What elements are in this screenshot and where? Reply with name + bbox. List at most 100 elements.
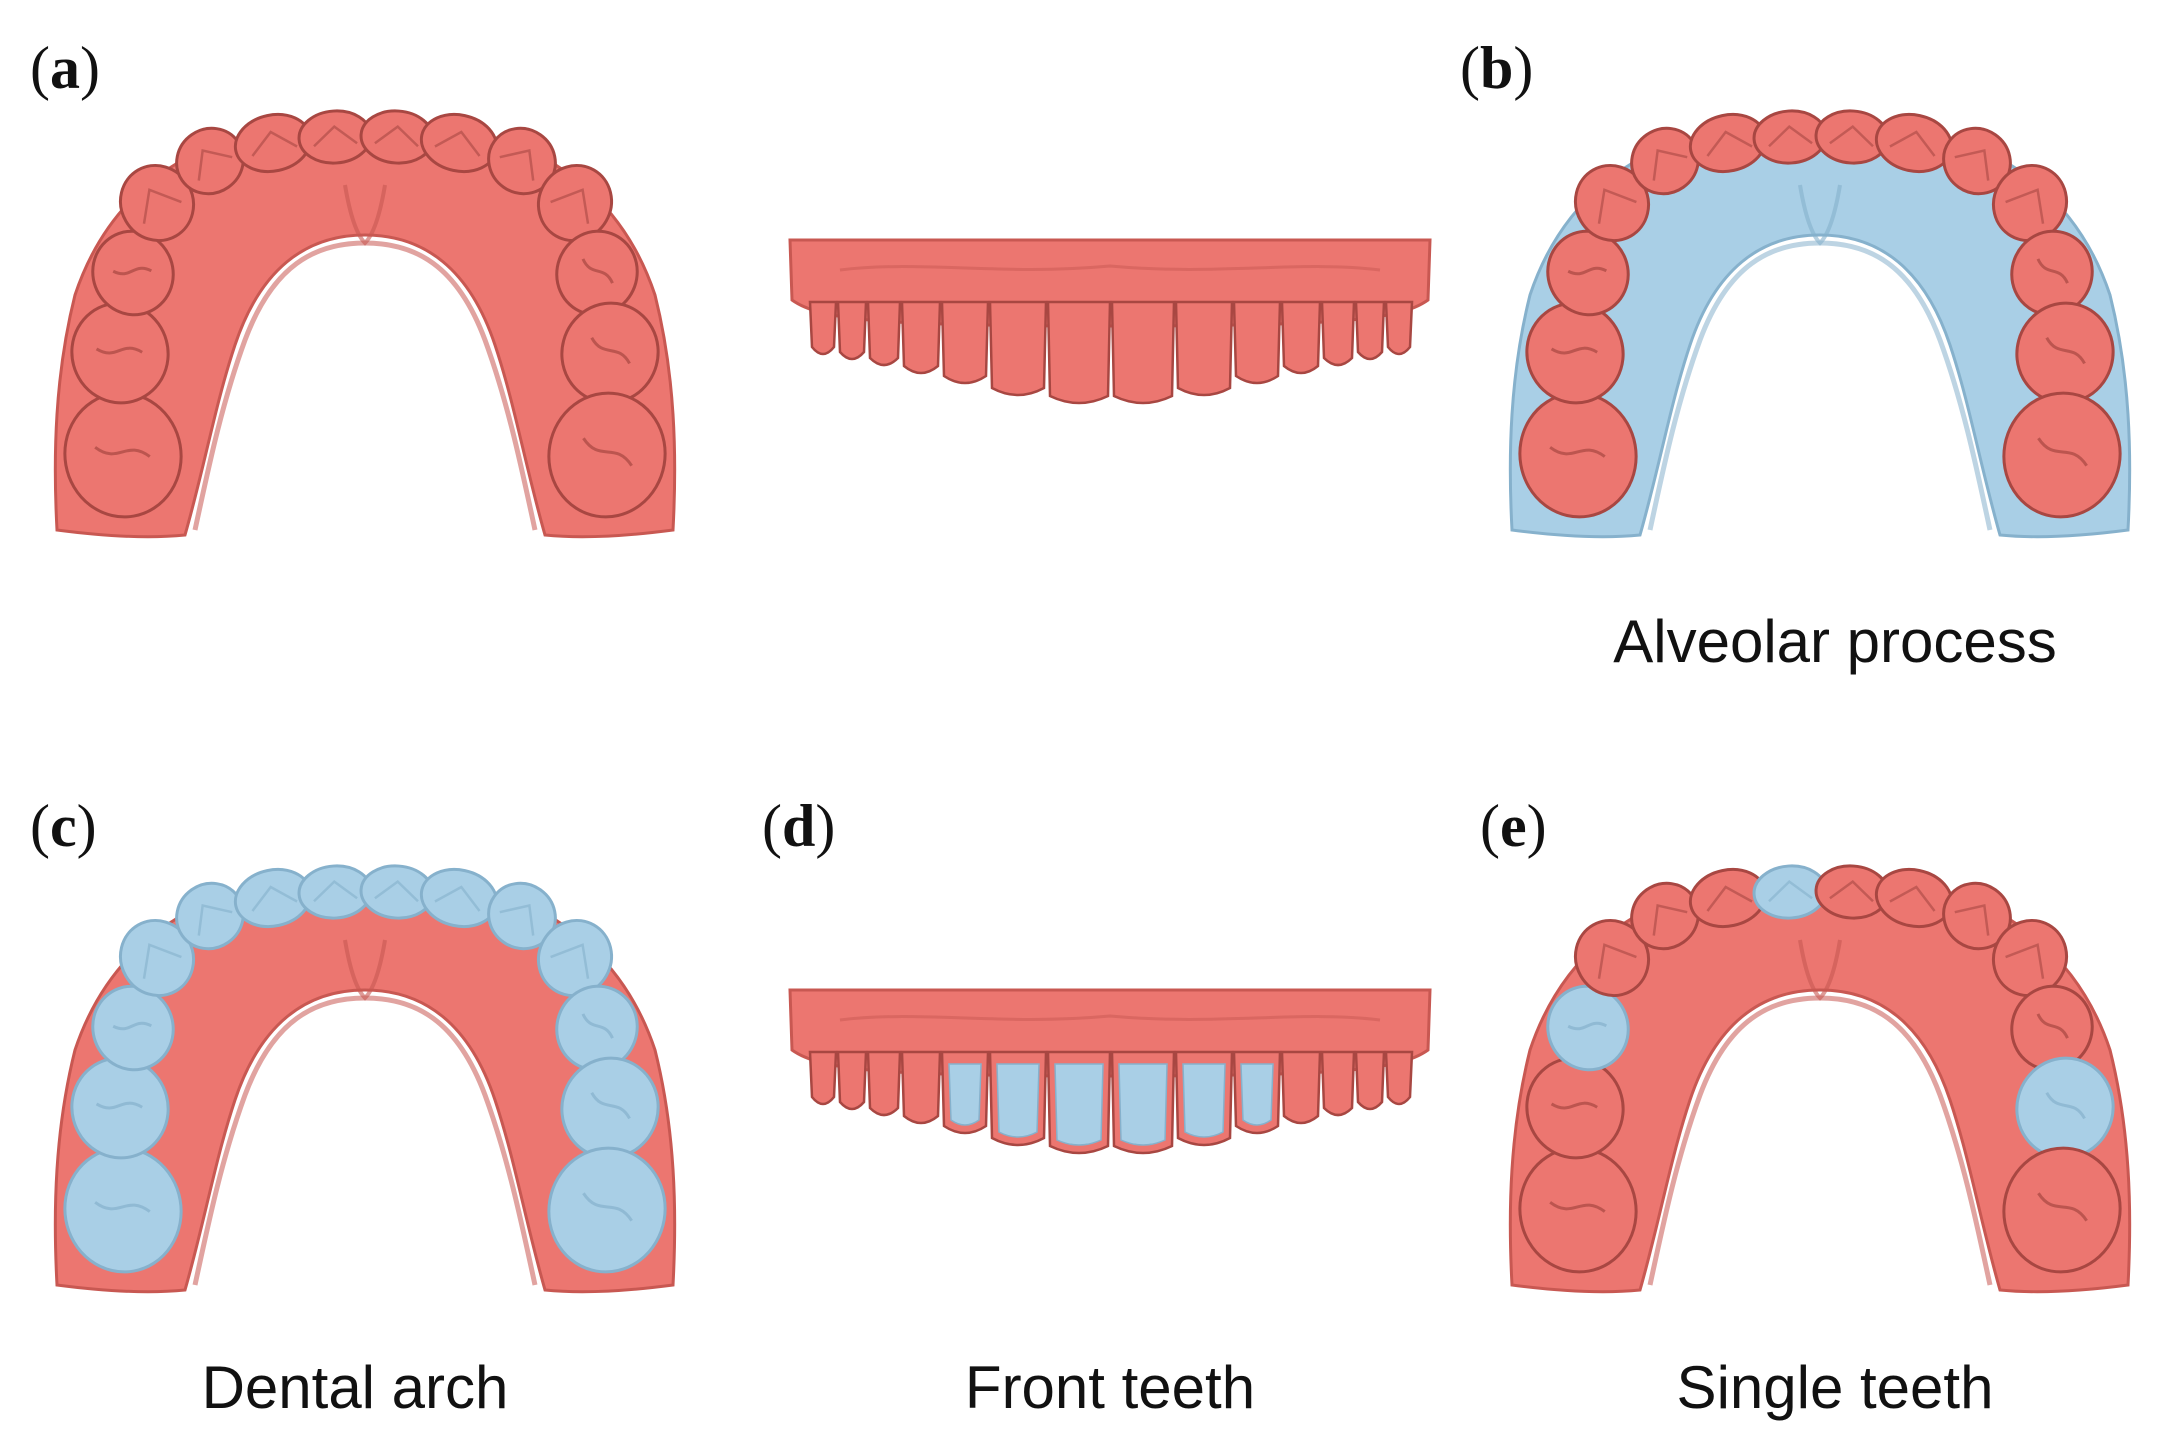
panel-a-tooth <box>536 163 614 243</box>
panel-e-occlusal-view <box>1508 864 2132 1294</box>
panel-c-tooth-edge <box>313 879 358 903</box>
panel-b-tooth-edge <box>1768 124 1813 148</box>
panel-c-tooth-fissure <box>590 1091 631 1120</box>
panel-b-tooth-fissure <box>1550 346 1598 355</box>
panel-e-tooth-fissure <box>1567 1021 1608 1031</box>
panel-a-tooth-fissure <box>94 446 151 458</box>
panel-front-tooth <box>836 300 868 361</box>
panel-front-gum-texture <box>839 264 1381 272</box>
panel-c-tooth-edge <box>197 903 233 936</box>
panel-a-tooth-fissure <box>581 258 614 284</box>
panel-b-tooth-edge <box>1597 188 1637 224</box>
panel-d-label: (d) <box>762 793 836 859</box>
panel-front-tooth <box>808 300 838 356</box>
panel-e-tooth <box>1814 864 1890 920</box>
panel-c-tooth-edge <box>374 879 419 903</box>
panel-b-tooth <box>1874 112 1954 174</box>
panel-e-tooth <box>1688 867 1768 929</box>
panel-a-tooth-edge <box>313 124 358 148</box>
panel-b-tooth-crown <box>2002 391 2122 519</box>
panel-front-tooth <box>1384 300 1414 356</box>
panel-b-tooth-edge <box>1889 130 1936 157</box>
panel-b-tooth-fissure <box>2037 437 2088 467</box>
panel-b-tooth-edge <box>1954 148 1990 181</box>
panel-e-tooth-fissure <box>1550 1101 1598 1110</box>
panel-e-tooth <box>2002 1146 2122 1274</box>
panel-a-tooth <box>560 301 660 405</box>
panel-front-tooth <box>988 300 1048 397</box>
panel-b-tooth-fissure <box>2036 258 2069 284</box>
panel-d-frontal-view <box>788 988 1432 1155</box>
panel-d-tooth <box>1354 1050 1386 1111</box>
panel-e-tooth-crown <box>1546 984 1630 1072</box>
panel-e-tooth-edge <box>2005 943 2045 979</box>
panel-c-tooth-edge <box>142 943 182 979</box>
panel-b-tooth-crown <box>1546 229 1630 317</box>
panel-a-occlusal-view <box>53 109 677 539</box>
panel-e-tooth-edge <box>1706 885 1753 912</box>
panel-c-tooth-crown <box>547 1146 667 1274</box>
panel-d-tooth <box>808 1050 838 1106</box>
panel-front-tooth <box>1354 300 1386 361</box>
panel-a-tooth-crown <box>547 391 667 519</box>
panel-c-palatal-ridge <box>343 939 387 1001</box>
panel-d-caption: Front teeth <box>964 1354 1256 1421</box>
panel-b-tooth <box>1546 229 1630 317</box>
panel-a-tooth-fissure <box>112 266 153 276</box>
panel-c-label: (c) <box>30 793 97 859</box>
panel-c-tooth-fissure <box>94 1201 151 1213</box>
panel-e-tooth-crown <box>2002 1146 2122 1274</box>
panel-front-tooth <box>900 300 942 375</box>
panel-b-tooth-edge <box>1652 148 1688 181</box>
panel-e-tooth-edge <box>1829 879 1874 903</box>
panel-a-tooth-fissure <box>590 336 631 365</box>
panel-a-tooth <box>487 126 557 196</box>
panel-e-tooth-fissure <box>2036 1013 2069 1039</box>
panel-d-tooth <box>866 1050 902 1117</box>
panel-e-tooth-crown <box>1991 918 2069 998</box>
panel-b-palatal-ridge <box>1798 184 1842 246</box>
panel-e-palatal-ridge <box>1798 939 1842 1001</box>
panel-d-tooth-highlight <box>1182 1063 1226 1138</box>
panel-a-tooth-edge <box>550 188 590 224</box>
panel-b-tooth-edge <box>1706 130 1753 157</box>
panel-c-tooth <box>118 918 196 998</box>
panel-b-tooth <box>1991 163 2069 243</box>
panel-b-tooth <box>2002 391 2122 519</box>
panel-a-label: (a) <box>30 35 100 101</box>
panel-front-tooth <box>1320 300 1356 367</box>
panel-d-tooth <box>1384 1050 1414 1106</box>
panel-d-tooth-highlight <box>948 1063 982 1126</box>
panel-e-caption: Single teeth <box>1676 1354 1994 1421</box>
panel-a-palatal-ridge <box>343 184 387 246</box>
panel-a-tooth <box>419 112 499 174</box>
panel-e-tooth-edge <box>1597 943 1637 979</box>
panel-e-tooth-edge <box>1652 903 1688 936</box>
panel-c-caption: Dental arch <box>201 1354 509 1421</box>
panel-b-tooth-fissure <box>1567 266 1608 276</box>
panel-b-tooth-fissure <box>1549 446 1606 458</box>
panel-d-tooth-highlight <box>1054 1063 1104 1146</box>
panel-front-tooth <box>1280 300 1322 375</box>
panel-c-tooth <box>70 1056 170 1160</box>
panel-a-tooth-edge <box>197 148 233 181</box>
panel-e-tooth <box>1752 864 1828 920</box>
panel-frontal-view <box>788 238 1432 405</box>
panel-e-tooth <box>2015 1056 2115 1160</box>
panel-e-tooth-edge <box>1889 885 1936 912</box>
panel-b-tooth-edge <box>2005 188 2045 224</box>
panel-b-tooth <box>1573 163 1651 243</box>
panel-c-tooth-edge <box>550 943 590 979</box>
panel-c-tooth-fissure <box>95 1101 143 1110</box>
panel-d-gum-texture <box>839 1014 1381 1022</box>
panel-a-tooth-edge <box>251 130 298 157</box>
panel-a-tooth <box>91 229 175 317</box>
panel-e-tooth-edge <box>1768 879 1813 903</box>
panel-c-tooth-fissure <box>112 1021 153 1031</box>
panel-a-tooth <box>547 391 667 519</box>
panel-a-tooth-fissure <box>95 346 143 355</box>
panel-front-tooth <box>940 300 990 385</box>
panel-a-tooth-fissure <box>582 437 633 467</box>
panel-a-tooth-edge <box>499 148 535 181</box>
panel-c-tooth <box>63 1146 183 1274</box>
